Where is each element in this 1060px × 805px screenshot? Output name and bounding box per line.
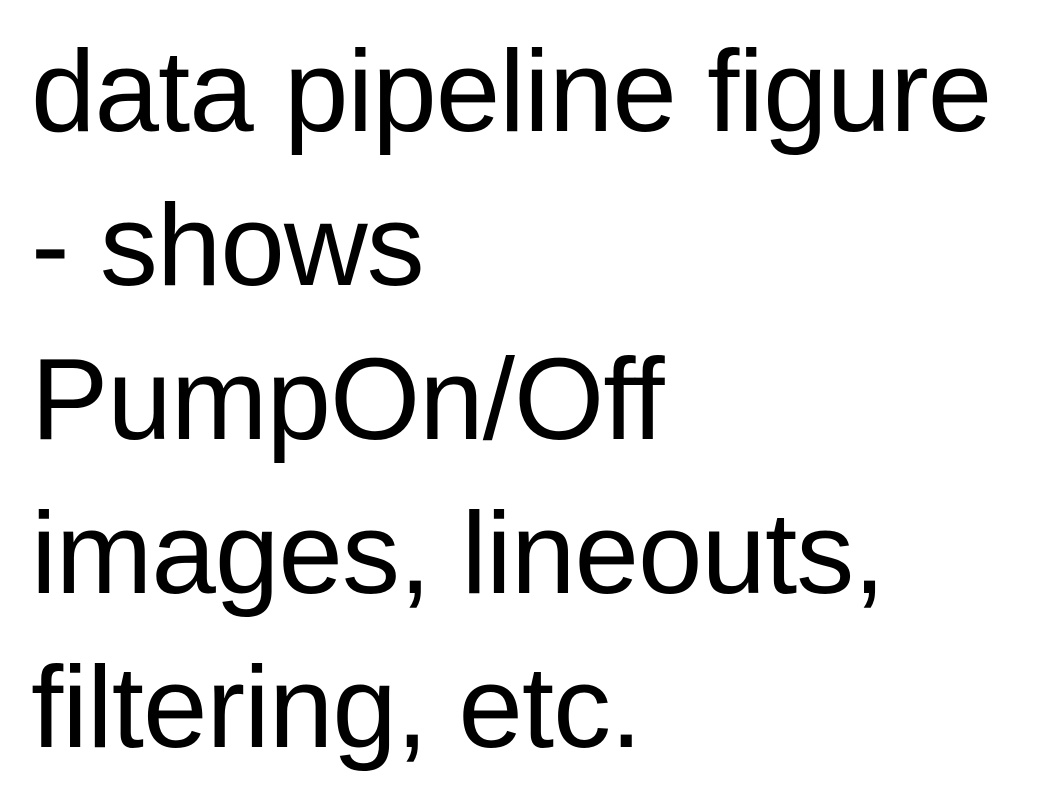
placeholder-text-block: data pipeline figure - shows PumpOn/Off … <box>31 14 1051 784</box>
text-line-1: data pipeline figure <box>31 26 992 156</box>
text-line-5: filtering, etc. <box>31 642 642 772</box>
text-line-4: images, lineouts, <box>31 488 885 618</box>
text-line-3: PumpOn/Off <box>31 334 665 464</box>
text-line-2: - shows <box>31 180 425 310</box>
